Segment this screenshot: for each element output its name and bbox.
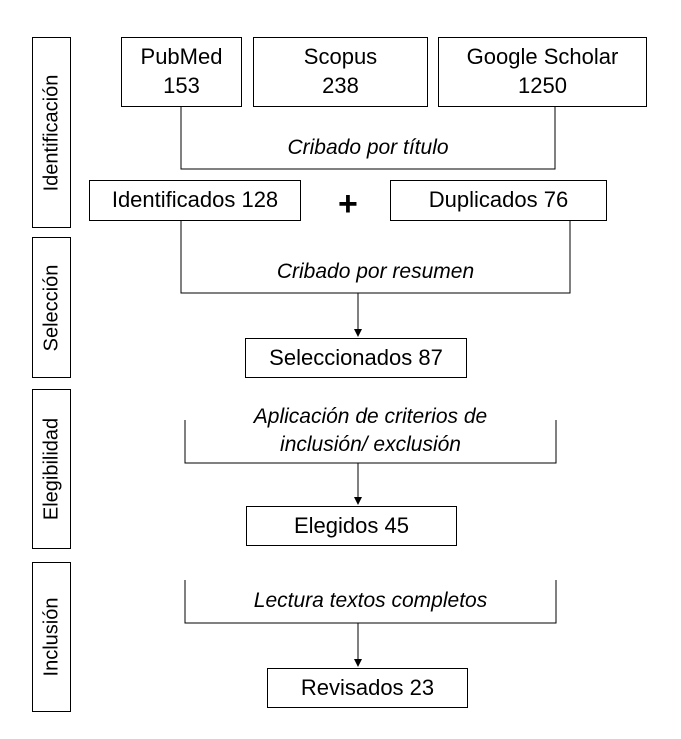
reviewed-box: Revisados 23: [267, 668, 468, 708]
title-screen-bracket: [180, 107, 556, 170]
identified-box: Identificados 128: [89, 180, 301, 221]
eligible-box: Elegidos 45: [246, 506, 457, 546]
stage-seleccion: Selección: [32, 237, 71, 378]
screen-by-abstract-label: Cribado por resumen: [276, 260, 475, 283]
plus-sign: +: [338, 185, 358, 223]
selected-box: Seleccionados 87: [245, 338, 467, 378]
duplicates-box: Duplicados 76: [390, 180, 607, 221]
fulltext-label: Lectura textos completos: [253, 589, 488, 612]
criteria-label: Aplicación de criterios de inclusión/ ex…: [185, 403, 556, 458]
abstract-screen-bracket: [180, 221, 571, 294]
stage-elegibilidad: Elegibilidad: [32, 389, 71, 549]
fulltext-bracket: [184, 580, 557, 624]
stage-inclusion: Inclusión: [32, 562, 71, 712]
criteria-line-1: Aplicación de criterios de: [253, 405, 488, 428]
criteria-line-2: inclusión/ exclusión: [280, 432, 461, 456]
screen-by-title-label: Cribado por título: [287, 136, 449, 159]
stage-identificacion: Identificación: [32, 37, 71, 228]
criteria-bracket: [184, 420, 557, 464]
